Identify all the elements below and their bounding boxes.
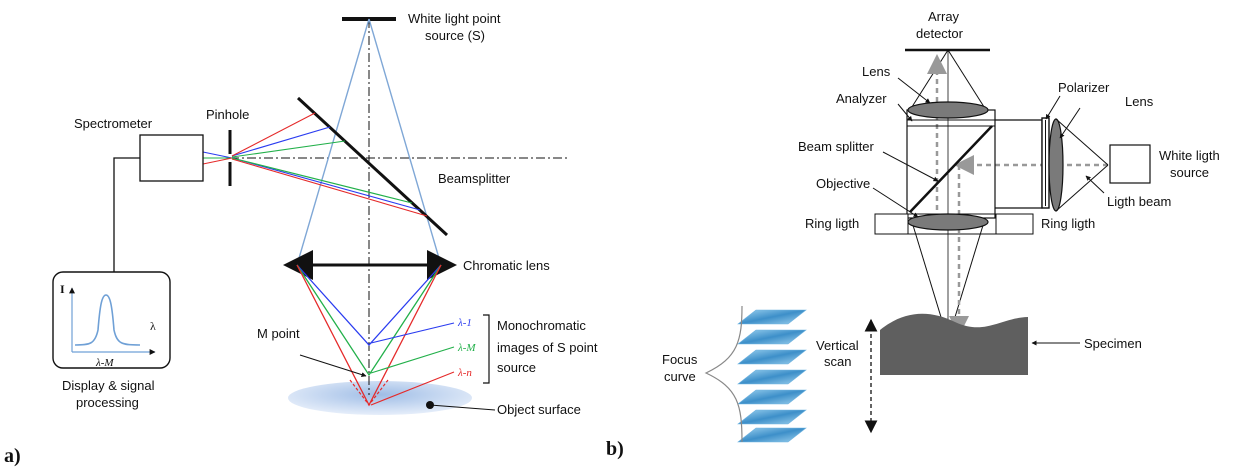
chromatic-lens-label: Chromatic lens <box>463 258 550 273</box>
focus-tile-2 <box>737 329 807 345</box>
lens-top-pointer <box>897 77 931 104</box>
focus-tile-6 <box>737 409 807 425</box>
ray-green <box>296 264 442 377</box>
light-beam-label: Ligth beam <box>1107 194 1171 209</box>
monochromatic-bracket <box>483 314 490 384</box>
lambda1-line <box>370 322 455 344</box>
m-point-pointer <box>299 354 367 378</box>
monochromatic-label-1: Monochromatic <box>497 318 586 333</box>
panel-a: White light point source (S) Spectromete… <box>4 11 598 467</box>
beamsplitter-plate <box>296 96 449 237</box>
cone-right-top <box>947 49 987 111</box>
cone-left-top <box>909 49 949 111</box>
white-light-source-label-2: source (S) <box>425 28 485 43</box>
display-label-2: processing <box>76 395 139 410</box>
graph-peak-label: λ-M <box>95 357 114 369</box>
lens-right-pointer <box>1059 107 1081 139</box>
polarizer-label: Polarizer <box>1058 80 1110 95</box>
object-surface-shape <box>288 381 472 415</box>
spectrometer-label: Spectrometer <box>74 116 153 131</box>
white-light-source-label-1: White light point <box>408 11 501 26</box>
lambda-m-label: λ-M <box>457 342 476 354</box>
array-detector-label-1: Array <box>928 9 960 24</box>
lens-right-label: Lens <box>1125 94 1154 109</box>
lambda-n-label: λ-n <box>457 367 472 379</box>
focus-curve-label-2: curve <box>664 369 696 384</box>
pinhole-label: Pinhole <box>206 107 249 122</box>
graph-x-label: λ <box>150 319 156 333</box>
focus-tile-7 <box>737 427 807 443</box>
object-surface-label: Object surface <box>497 402 581 417</box>
beam-right <box>368 18 442 266</box>
reflect-red-a <box>231 112 316 157</box>
light-beam-upper <box>1055 118 1109 166</box>
focus-image-stack <box>737 309 807 443</box>
panel-b-label: b) <box>606 438 624 460</box>
lens-top <box>907 101 989 119</box>
white-light-source-label-2: source <box>1170 165 1209 180</box>
beam-splitter-label: Beam splitter <box>798 139 875 154</box>
objective-lens <box>907 213 989 231</box>
vertical-scan-label-2: scan <box>824 354 851 369</box>
spectrometer-cable <box>113 157 140 272</box>
focus-tile-4 <box>737 369 807 385</box>
lambda-1-label: λ-1 <box>457 317 472 329</box>
specimen-label: Specimen <box>1084 336 1142 351</box>
graph-y-label: I <box>60 282 65 296</box>
light-beam-pointer <box>1085 175 1105 194</box>
white-light-source-label-1: White ligth <box>1159 148 1220 163</box>
beam-splitter-plate <box>909 125 993 213</box>
lambdaN-line <box>370 371 455 406</box>
lens-top-label: Lens <box>862 64 891 79</box>
focus-tile-5 <box>737 389 807 405</box>
polarizer-pointer <box>1045 95 1061 120</box>
panel-b: Array detector Lens Analyzer Beam splitt… <box>606 9 1220 460</box>
reflect-green-a <box>231 140 346 158</box>
specimen-shape <box>880 313 1028 375</box>
focus-curve-label-1: Focus <box>662 352 698 367</box>
spectrometer-box <box>139 134 204 182</box>
objective-pointer <box>872 187 919 218</box>
ring-light-right-box <box>995 213 1034 235</box>
array-detector-label-2: detector <box>916 26 964 41</box>
beamsplitter-label: Beamsplitter <box>438 171 511 186</box>
focus-tile-3 <box>737 349 807 365</box>
analyzer-label: Analyzer <box>836 91 887 106</box>
reflect-blue-a <box>231 126 331 157</box>
to-spectrometer-red <box>202 157 233 165</box>
reflect-red-b <box>231 158 428 217</box>
vertical-scan-label-1: Vertical <box>816 338 859 353</box>
reflect-blue-b <box>231 157 421 211</box>
panel-a-label: a) <box>4 445 21 467</box>
display-label-1: Display & signal <box>62 378 155 393</box>
graph-peak-curve <box>74 294 141 346</box>
m-point-label: M point <box>257 326 300 341</box>
lens-right <box>1048 118 1064 212</box>
ray-red-dashed <box>349 379 389 406</box>
monochromatic-label-2: images of S point <box>497 340 598 355</box>
beam-splitter-pointer <box>882 151 939 182</box>
light-beam-lower <box>1055 164 1109 212</box>
lambdaM-line <box>370 346 455 374</box>
ring-light-right-label: Ring ligth <box>1041 216 1095 231</box>
to-spectrometer-blue <box>202 151 233 159</box>
focus-curve <box>704 305 743 443</box>
analyzer-pointer <box>897 103 913 122</box>
ray-blue <box>296 264 442 346</box>
ring-light-left-box <box>874 213 909 235</box>
monochromatic-label-3: source <box>497 360 536 375</box>
objective-label: Objective <box>816 176 870 191</box>
white-light-source-box <box>1109 144 1151 184</box>
focus-tile-1 <box>737 309 807 325</box>
reflect-green-b <box>231 157 413 204</box>
object-surface-pointer <box>429 404 496 411</box>
beam-left <box>296 18 370 266</box>
ring-light-left-label: Ring ligth <box>805 216 859 231</box>
